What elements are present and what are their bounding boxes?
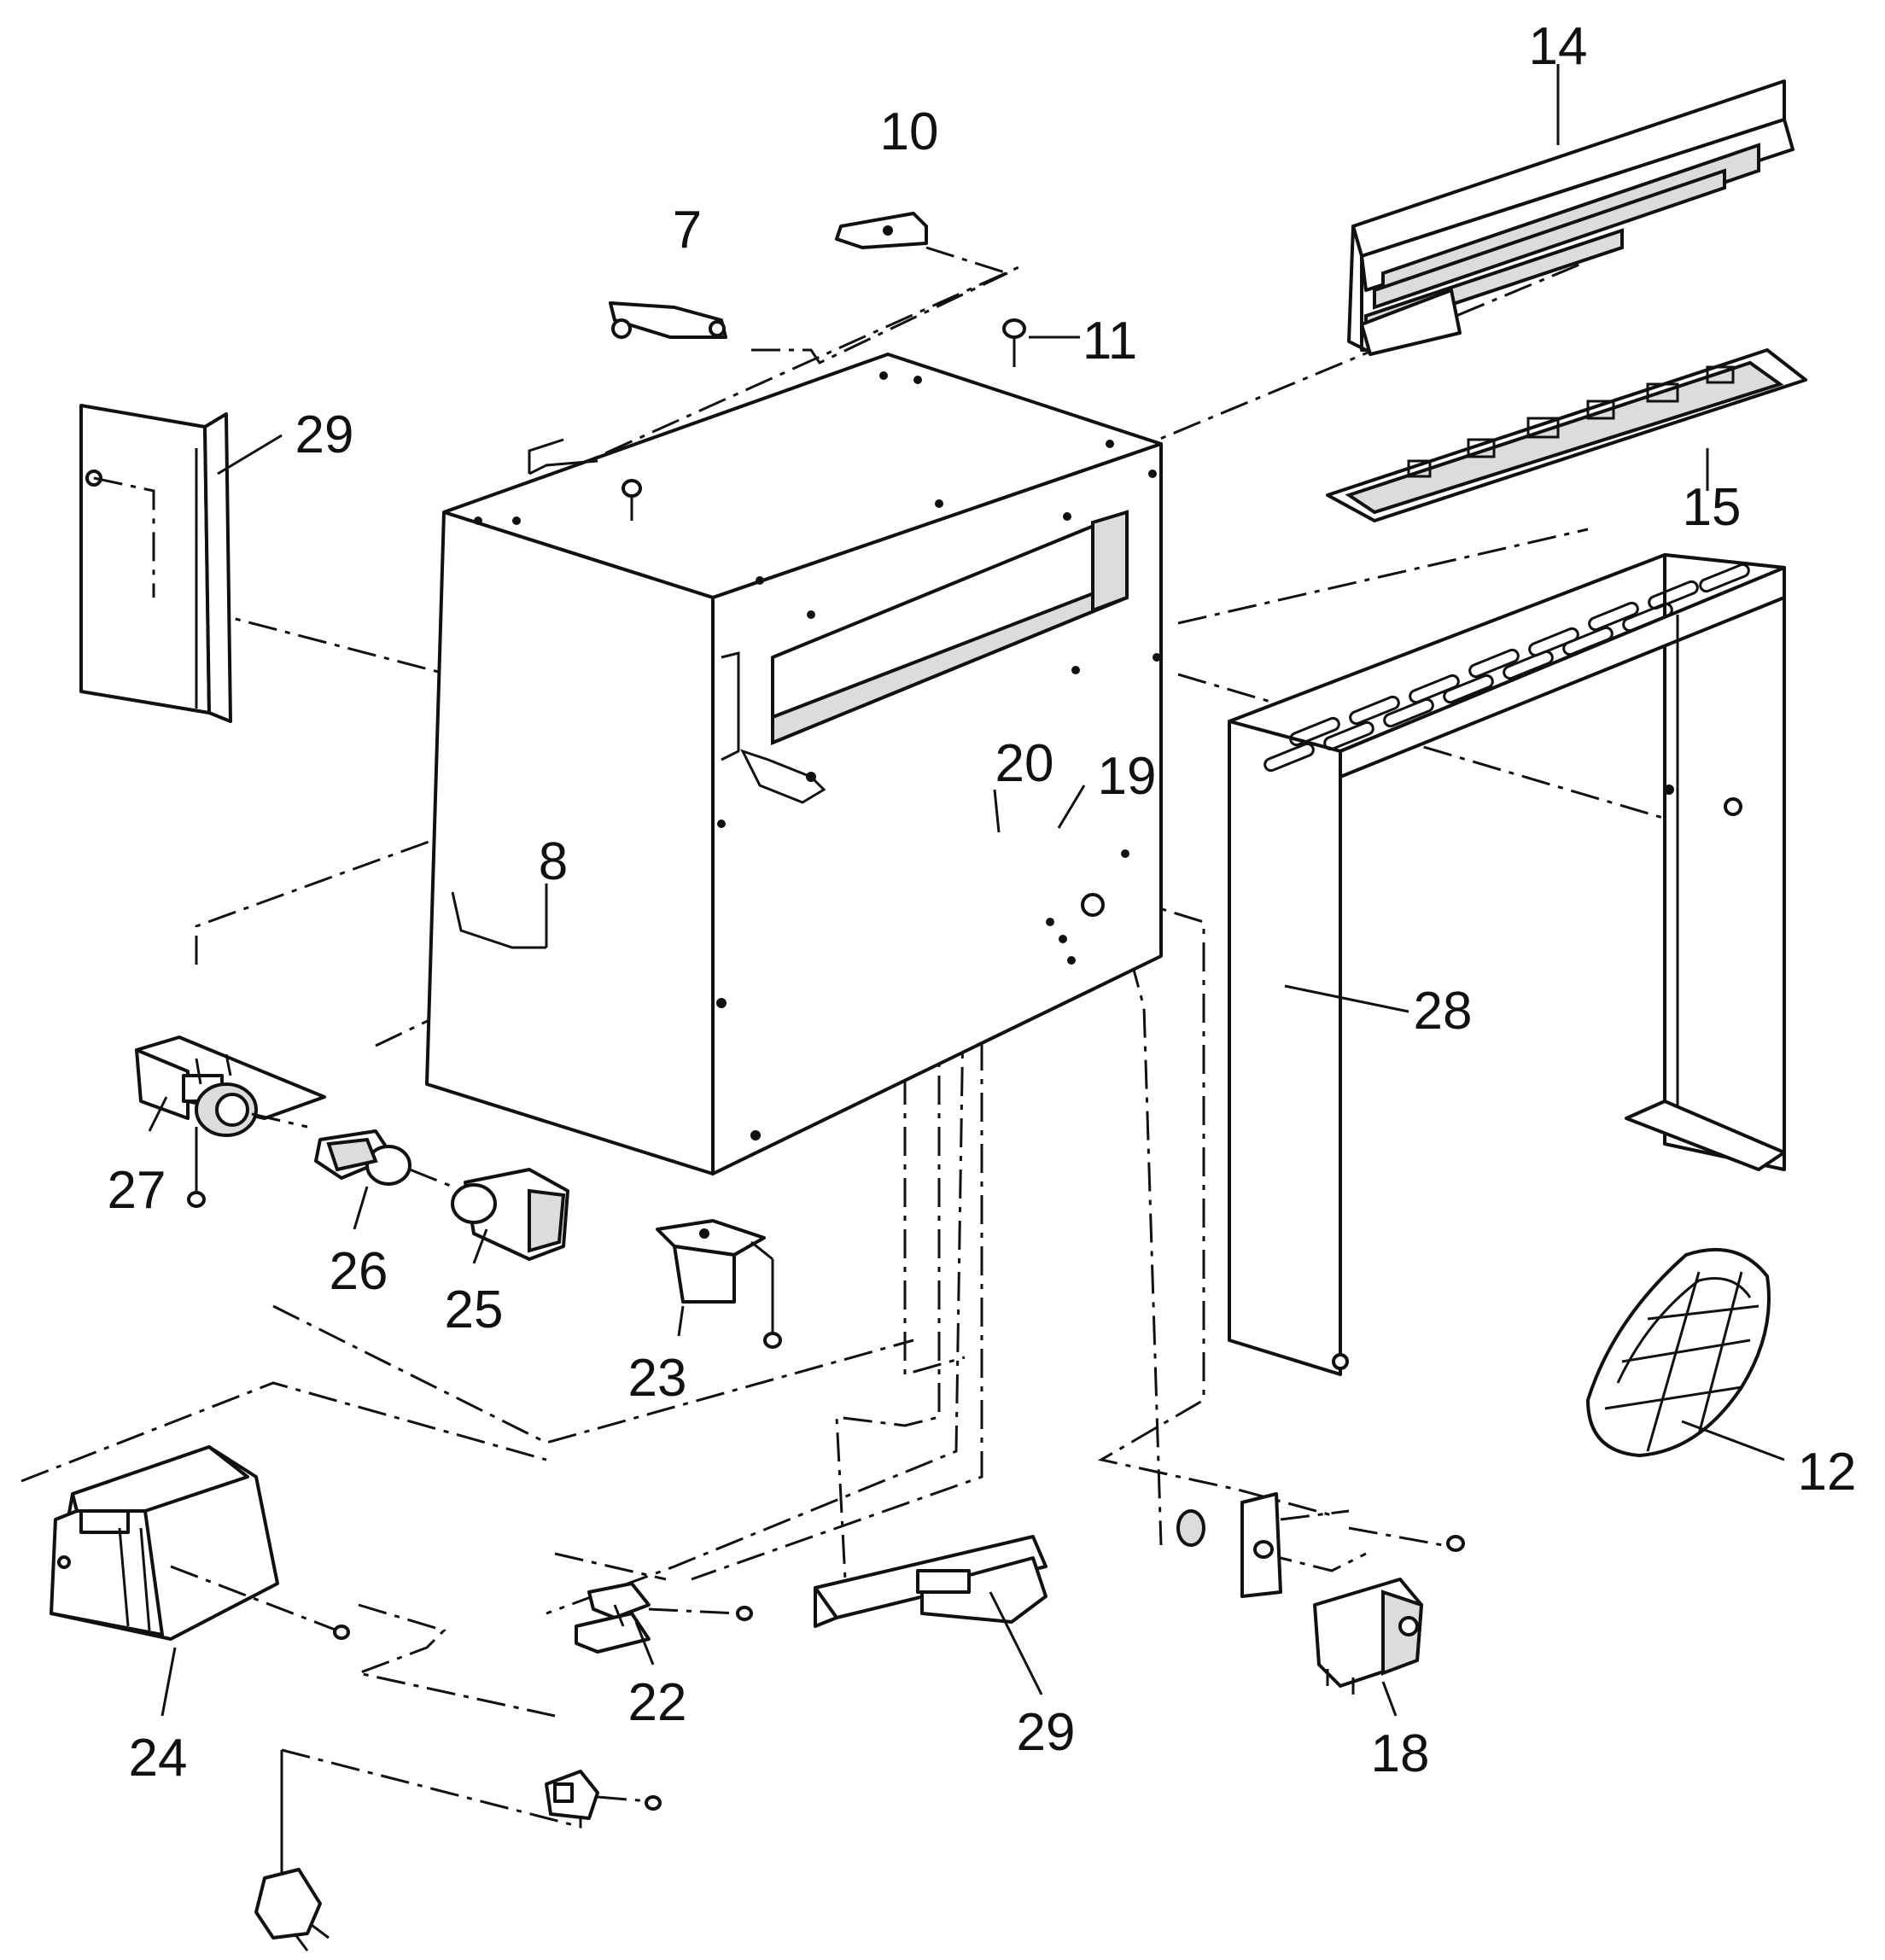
label-12: 12 — [1798, 1443, 1857, 1502]
label-15: 15 — [1683, 478, 1742, 537]
part-18-switch — [1176, 1492, 1465, 1717]
label-27: 27 — [108, 1161, 166, 1220]
part-24-transformer — [50, 1445, 350, 1717]
part-14-rail — [1347, 64, 1795, 356]
label-leaders — [545, 785, 1086, 948]
label-22: 22 — [628, 1673, 687, 1732]
part-12-filter — [1586, 1247, 1785, 1461]
part-15-circuit-board — [1326, 348, 1807, 522]
part-10-bracket — [835, 212, 1008, 275]
label-19: 19 — [1098, 747, 1157, 806]
part-25-socket — [451, 1168, 569, 1264]
top-screw — [622, 479, 642, 521]
label-29-lower: 29 — [1017, 1703, 1076, 1762]
label-26: 26 — [330, 1242, 388, 1301]
label-25: 25 — [445, 1280, 504, 1339]
label-7: 7 — [673, 201, 702, 260]
label-10: 10 — [880, 102, 939, 161]
label-18: 18 — [1371, 1724, 1430, 1783]
label-8: 8 — [539, 832, 568, 891]
part-7-bracket — [609, 301, 727, 339]
part-23-bracket — [656, 1219, 782, 1349]
part-29-lower-tray — [814, 1535, 1048, 1695]
label-11: 11 — [1083, 312, 1137, 370]
part-labels: 7 10 11 14 15 29 8 20 19 28 12 27 26 25 … — [108, 17, 1857, 1788]
main-cabinet — [425, 353, 1163, 1175]
power-cord-plug — [254, 1750, 662, 1951]
part-22-hinge — [575, 1582, 753, 1665]
part-27-motor — [135, 1035, 326, 1208]
part-26-lamp — [314, 1129, 453, 1230]
part-11-screw — [1002, 318, 1080, 367]
label-14: 14 — [1529, 17, 1588, 76]
label-20: 20 — [995, 734, 1054, 793]
part-28-frame — [1228, 553, 1786, 1376]
label-28: 28 — [1414, 982, 1473, 1041]
label-29-upper: 29 — [295, 405, 354, 464]
part-29-upper-bracket — [79, 404, 283, 723]
label-23: 23 — [628, 1349, 687, 1408]
label-24: 24 — [129, 1729, 188, 1788]
